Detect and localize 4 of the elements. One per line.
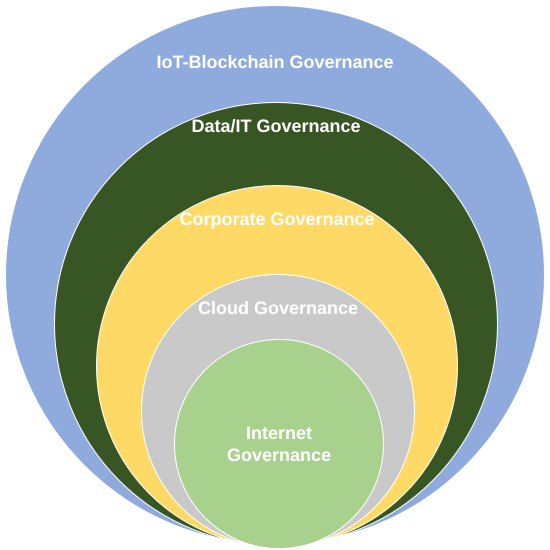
circle-label: IoT-Blockchain Governance: [156, 51, 394, 74]
circle-label: Internet Governance: [226, 422, 332, 466]
circle-label: Data/IT Governance: [191, 115, 361, 138]
circle-label: Corporate Governance: [179, 208, 375, 230]
